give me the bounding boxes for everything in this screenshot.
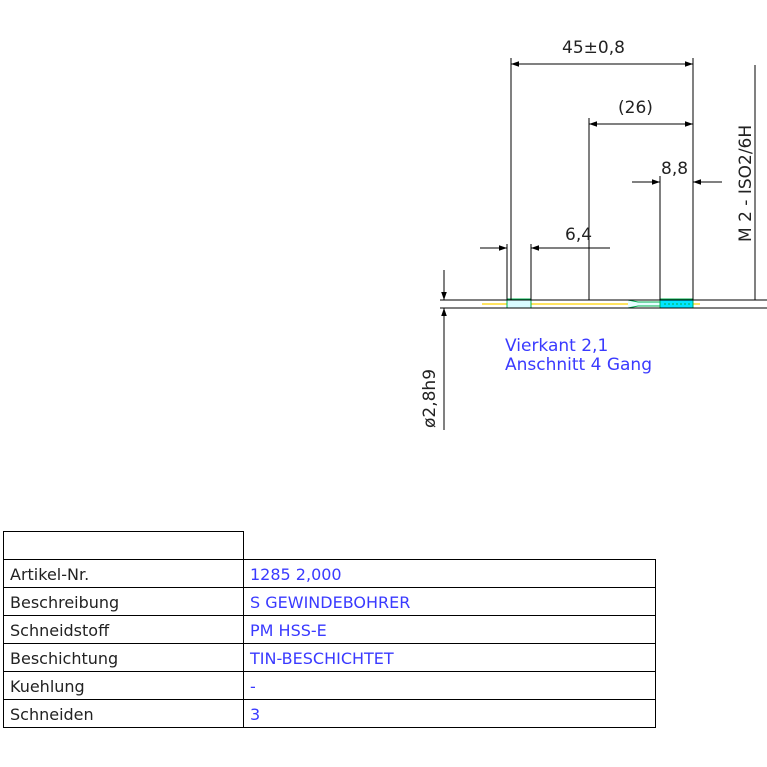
row-label: Artikel-Nr. xyxy=(10,565,89,584)
table-row: Schneiden 3 xyxy=(10,705,260,724)
row-label: Beschreibung xyxy=(10,593,119,612)
dim-overall-length: 45±0,8 xyxy=(562,38,625,58)
row-value: 3 xyxy=(250,705,260,724)
row-value: TIN-BESCHICHTET xyxy=(249,649,394,668)
row-label: Kuehlung xyxy=(10,677,85,696)
dim-square-length: 6,4 xyxy=(565,225,592,245)
table-row: Beschichtung TIN-BESCHICHTET xyxy=(10,649,394,668)
spec-table: Artikel-Nr. 1285 2,000 Beschreibung S GE… xyxy=(3,531,656,728)
row-value: PM HSS-E xyxy=(250,621,327,640)
note-chamfer: Anschnitt 4 Gang xyxy=(505,355,652,375)
row-label: Schneiden xyxy=(10,705,94,724)
table-row: Schneidstoff PM HSS-E xyxy=(10,621,327,640)
dim-thread-spec: M 2 - ISO2/6H xyxy=(736,125,756,242)
row-label: Schneidstoff xyxy=(10,621,110,640)
row-value: S GEWINDEBOHRER xyxy=(250,593,410,612)
spec-table-header-cell xyxy=(3,531,244,560)
dim-shank-diameter: ø2,8h9 xyxy=(420,369,440,428)
extension-lines xyxy=(440,58,767,309)
tool-neck xyxy=(627,299,661,309)
row-value: - xyxy=(250,677,256,696)
dim-shank-length: (26) xyxy=(618,98,653,118)
dim-thread-length: 8,8 xyxy=(661,159,688,179)
dimension-lines xyxy=(441,61,722,430)
table-row: Kuehlung - xyxy=(10,677,256,696)
table-row: Artikel-Nr. 1285 2,000 xyxy=(10,565,342,584)
table-row: Beschreibung S GEWINDEBOHRER xyxy=(10,593,410,612)
row-value: 1285 2,000 xyxy=(250,565,342,584)
row-label: Beschichtung xyxy=(10,649,118,668)
note-square: Vierkant 2,1 xyxy=(505,336,608,356)
